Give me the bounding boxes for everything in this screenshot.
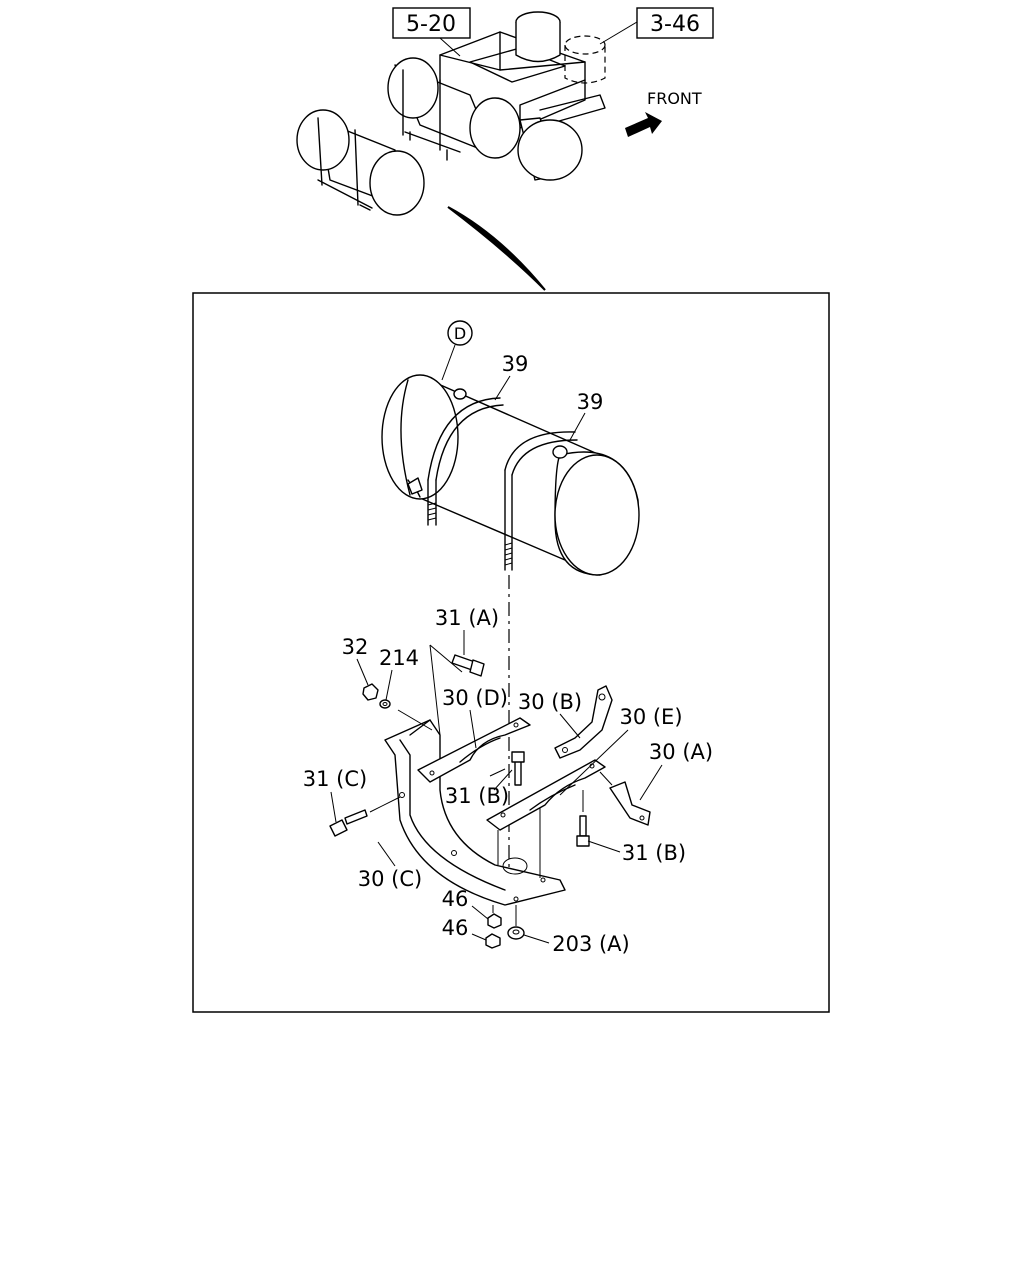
callout-31b-left: 31 (B) xyxy=(445,784,509,808)
front-direction-label: FRONT xyxy=(647,89,702,108)
callout-31b-right: 31 (B) xyxy=(622,841,686,865)
callout-31c: 31 (C) xyxy=(303,767,367,791)
reference-box-left xyxy=(392,7,471,39)
detail-marker-circle xyxy=(447,320,473,346)
detail-marker-label: D xyxy=(454,324,466,343)
callout-30e: 30 (E) xyxy=(619,705,682,729)
tank-illustration xyxy=(381,374,640,576)
callout-46-upper: 46 xyxy=(442,887,469,911)
reference-box-right xyxy=(636,7,714,39)
front-arrow-icon xyxy=(625,112,662,137)
callout-30b: 30 (B) xyxy=(518,690,582,714)
callout-46-lower: 46 xyxy=(442,916,469,940)
callout-30a: 30 (A) xyxy=(649,740,713,764)
detail-frame xyxy=(192,292,830,1013)
callout-203a: 203 (A) xyxy=(552,932,630,956)
reference-label-left: 5-20 xyxy=(406,12,456,37)
reference-label-right: 3-46 xyxy=(650,12,700,37)
callout-30d: 30 (D) xyxy=(442,686,508,710)
callout-39-lower: 39 xyxy=(577,390,604,414)
bracket-assembly-illustration xyxy=(329,644,651,949)
callout-39-upper: 39 xyxy=(502,352,529,376)
callout-214: 214 xyxy=(379,646,419,670)
callout-32: 32 xyxy=(342,635,369,659)
callout-31a: 31 (A) xyxy=(435,606,499,630)
vehicle-overview-illustration xyxy=(296,11,606,291)
callout-30c: 30 (C) xyxy=(358,867,422,891)
